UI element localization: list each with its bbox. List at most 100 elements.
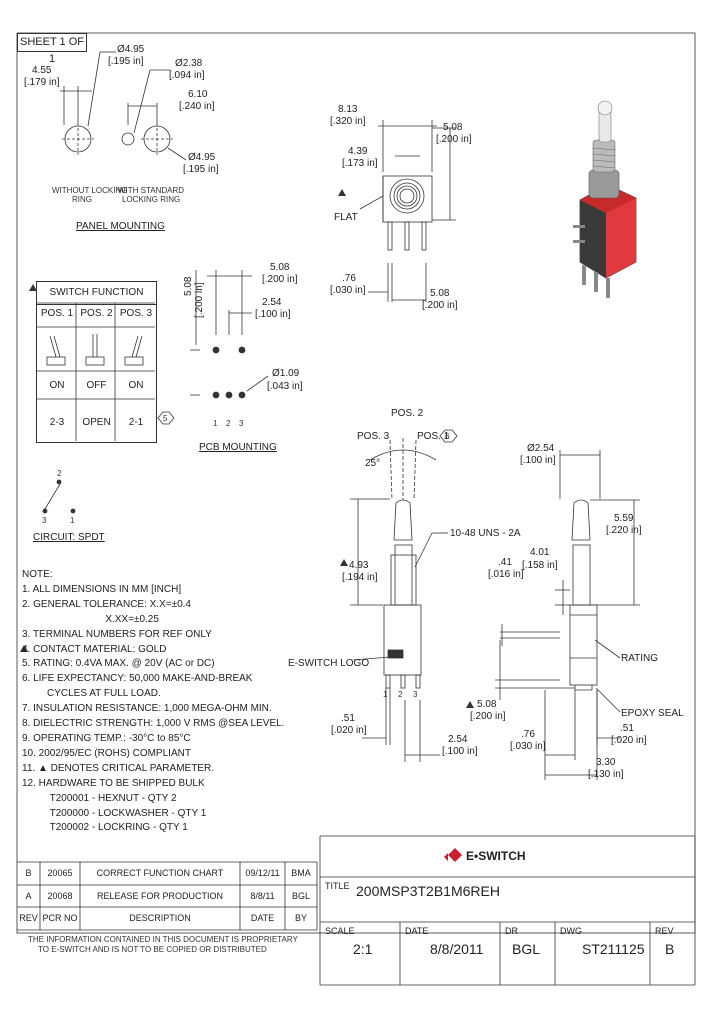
scale-label: SCALE [325, 926, 355, 936]
rev-header-pcr: PCR NO [42, 913, 78, 923]
dim-front-76: .76 [342, 273, 356, 284]
dim-right-508-in: [.200 in] [470, 711, 506, 722]
note-5: 5. RATING: 0.4VA MAX. @ 20V (AC or DC) [22, 658, 215, 670]
rev-header-desc: DESCRIPTION [129, 913, 191, 923]
note-11: 11. ▲ DENOTES CRITICAL PARAMETER. [22, 762, 214, 774]
dim-right-d254: Ø2.54 [527, 443, 555, 454]
pos1-connection: 2-3 [49, 417, 65, 428]
epoxy-seal-label: EPOXY SEAL [621, 708, 684, 719]
dim-left-493-in: [.194 in] [342, 572, 378, 583]
dim-panel-d238-in: [.094 in] [169, 70, 205, 81]
circuit-pin-2: 2 [57, 469, 62, 478]
dim-right-d254-in: [.100 in] [520, 455, 556, 466]
dim-panel-610-in: [.240 in] [179, 101, 215, 112]
dim-front-508-b-in: [.200 in] [422, 300, 458, 311]
switch-function-title: SWITCH FUNCTION [37, 282, 156, 305]
dim-pcb-508-h: 5.08 [270, 262, 290, 273]
dim-right-401: 4.01 [530, 547, 550, 558]
dim-right-559: 5.59 [614, 513, 634, 524]
rating-label: RATING [621, 653, 659, 664]
dim-front-508: 5.08 [443, 122, 463, 133]
note-3: 3. TERMINAL NUMBERS FOR REF ONLY [22, 628, 212, 640]
circuit-title: CIRCUIT: SPDT [33, 532, 105, 543]
dim-right-51: .51 [620, 723, 634, 734]
dim-panel-455: 4.55 [32, 65, 52, 76]
label-with-locking: WITH STANDARD [118, 186, 185, 195]
circuit-pin-3: 3 [42, 516, 47, 525]
dim-right-76-in: [.030 in] [510, 741, 546, 752]
pcb-pin-2: 2 [226, 419, 231, 428]
dim-panel-455-in: [.179 in] [24, 77, 60, 88]
dim-right-51-in: [.020 in] [611, 735, 647, 746]
dim-panel-d495-side-in: [.195 in] [183, 164, 219, 175]
note-heading: NOTE: [22, 569, 53, 580]
dim-pcb-d109-in: [.043 in] [267, 381, 303, 392]
dim-left-254-in: [.100 in] [442, 746, 478, 757]
note-1: 1. ALL DIMENSIONS IN MM [INCH] [22, 583, 182, 595]
rev-row2-pcr: 20068 [47, 891, 73, 901]
rev-value: B [665, 941, 675, 957]
dim-pcb-254: 2.54 [262, 297, 282, 308]
pos3-state: ON [128, 380, 144, 391]
thread-label: 10-48 UNS - 2A [450, 528, 521, 539]
pos2-state: OFF [86, 380, 107, 391]
dim-left-51-in: [.020 in] [331, 725, 367, 736]
pos2-header: POS. 2 [80, 308, 113, 319]
left-pin-2: 2 [398, 690, 403, 699]
pos2-label: POS. 2 [391, 408, 424, 419]
rev-row2-rev: A [25, 891, 32, 901]
switch-function-table: SWITCH FUNCTION POS. 1 POS. 2 POS. 3 ON … [36, 281, 157, 443]
note-6: 6. LIFE EXPECTANCY: 50,000 MAKE-AND-BREA… [22, 673, 253, 685]
pcb-mounting-title: PCB MOUNTING [199, 442, 277, 453]
dr-label: DR [505, 926, 518, 936]
pos2-connection: OPEN [82, 417, 111, 428]
e-switch-logo-label: E-SWITCH LOGO [288, 658, 370, 669]
note-6-hex [439, 429, 458, 443]
rev-header-by: BY [294, 913, 307, 923]
note-12: 12. HARDWARE TO BE SHIPPED BULK [22, 777, 205, 789]
dim-panel-610: 6.10 [188, 89, 208, 100]
rev-row2-desc: RELEASE FOR PRODUCTION [96, 891, 224, 901]
panel-locking-hole [121, 132, 135, 146]
note-7: 7. INSULATION RESISTANCE: 1,000 MEGA-OHM… [22, 703, 272, 715]
flat-label: FLAT [334, 212, 358, 223]
note-5-tag: 5 [163, 414, 168, 423]
scale-value: 2:1 [353, 941, 373, 957]
pcb-pin-3: 3 [239, 419, 244, 428]
rev-row1-pcr: 20065 [47, 868, 73, 878]
dim-right-41-in: [.016 in] [488, 569, 524, 580]
pcb-pin-1: 1 [213, 419, 218, 428]
sheet-label: SHEET 1 OF 1 [17, 33, 87, 65]
title-label: TITLE [325, 881, 350, 891]
product-3d-illustration [573, 100, 637, 298]
rev-row1-rev: B [25, 868, 32, 878]
dim-panel-d495-top-in: [.195 in] [108, 56, 144, 67]
dim-pcb-508-v: 5.08 [183, 276, 194, 296]
dim-panel-d238: Ø2.38 [175, 58, 203, 69]
pos3-header: POS. 3 [119, 308, 153, 319]
note-6-tag: 6 [445, 432, 450, 441]
rev-row1-desc: CORRECT FUNCTION CHART [96, 868, 224, 878]
pos1-label: POS. 1 [417, 431, 450, 442]
proprietary-line-1: THE INFORMATION CONTAINED IN THIS DOCUME… [28, 935, 298, 944]
label-without-locking-2: RING [72, 195, 92, 204]
dim-pcb-d109: Ø1.09 [272, 368, 300, 379]
note-9: 9. OPERATING TEMP.: -30°C to 85°C [22, 732, 191, 744]
dim-right-76: .76 [521, 729, 535, 740]
dim-pcb-508-h-in: [.200 in] [262, 274, 298, 285]
dim-right-330: 3.30 [596, 757, 616, 768]
drawing-border [16, 32, 696, 934]
e-switch-logo-mark [444, 848, 462, 862]
dim-pcb-254-in: [.100 in] [255, 309, 291, 320]
rev-header-date: DATE [250, 913, 275, 923]
dim-left-493: 4.93 [349, 560, 369, 571]
right-toggle-lever [571, 499, 591, 541]
note-4: 4. CONTACT MATERIAL: GOLD [22, 643, 167, 655]
dim-right-41: .41 [498, 557, 512, 568]
right-side-body [569, 604, 598, 686]
revision-table: B 20065 CORRECT FUNCTION CHART 09/12/11 … [17, 862, 317, 930]
dwg-label: DWG [560, 926, 582, 936]
rev-label: REV [655, 926, 674, 936]
dim-left-51: .51 [341, 713, 355, 724]
label-with-locking-2: LOCKING RING [122, 195, 181, 204]
